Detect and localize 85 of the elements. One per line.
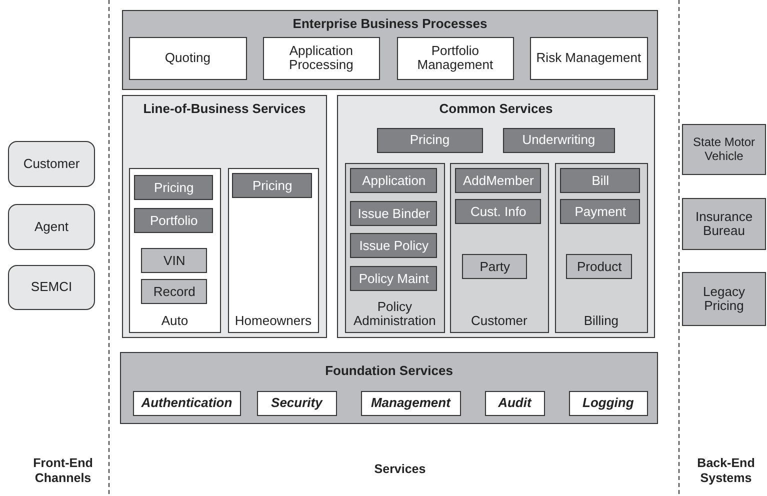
foundation-box [568,390,648,416]
service-box [560,168,640,194]
process-box [396,36,514,80]
box-label: Party [480,260,510,274]
box-label: Insurance Bureau [694,210,754,238]
box-label: Portfolio Management [416,44,494,72]
group-heading: Line-of-Business Services [142,101,307,116]
group-heading: Customer [470,314,528,329]
service-box [376,128,483,153]
foundation-box [360,390,461,416]
box-label: Management [370,396,450,410]
service-box [566,254,632,280]
process-box [530,36,648,80]
process-box [228,168,319,333]
foundation-box [256,390,337,416]
group-heading: Billing [582,314,620,329]
foundation-box [132,390,241,416]
process-box [128,36,247,80]
box-label: Risk Management [536,51,642,66]
box-label: Audit [498,396,532,410]
box-label: Authentication [141,396,232,410]
box-label: Logging [582,396,634,410]
system-box [682,198,766,250]
service-panel [337,95,655,338]
layer-band [122,10,658,90]
box-label: Customer [23,156,80,172]
box-label: Quoting [164,51,210,66]
box-label: VIN [164,254,186,268]
column-heading: Services [373,462,427,477]
box-label: Record [153,284,196,300]
channel-box [8,204,95,250]
system-box [682,272,766,326]
service-box [350,233,438,258]
service-box [455,199,542,224]
process-box [262,36,380,80]
box-label: State Motor Vehicle [692,136,756,163]
service-box [350,201,438,226]
service-panel [122,95,327,338]
box-label: Underwriting [522,133,596,148]
box-label: Security [271,396,322,410]
layer-band [120,352,658,424]
group-heading: Common Services [438,101,554,116]
service-group [450,162,549,333]
service-group [554,162,648,333]
channel-box [8,141,95,187]
box-label: Policy Maint [358,272,429,286]
box-label: Pricing [154,180,194,196]
box-label: Payment [574,204,626,220]
box-label: AddMember [462,174,534,188]
column-heading: Back-End Systems [696,456,756,486]
group-heading: Policy Administration [352,300,437,329]
box-label: Agent [34,220,68,234]
box-label: Portfolio [150,214,198,228]
group-heading: Auto [160,314,190,329]
box-label: Cust. Info [470,204,526,220]
box-label: Pricing [410,133,450,148]
service-box [134,175,214,200]
box-label: Product [576,260,622,274]
group-heading: Homeowners [234,314,312,329]
box-label: Application Processing [288,44,354,72]
service-box [350,168,438,194]
service-box [350,266,438,292]
box-label: Bill [592,174,610,188]
box-label: Issue Binder [358,206,430,222]
service-box [502,128,615,153]
service-box [232,173,312,198]
service-group [344,162,445,333]
box-label: Pricing [252,178,292,194]
box-label: Application [362,174,426,188]
channel-box [8,265,95,310]
service-box [141,248,208,274]
service-box [141,279,208,304]
box-label: Issue Policy [359,238,429,254]
system-box [682,124,766,175]
service-box [134,208,214,234]
foundation-box [484,390,545,416]
process-box [128,168,221,333]
service-box [462,254,528,280]
service-box [455,168,542,194]
group-heading: Foundation Services [324,363,454,378]
group-heading: Enterprise Business Processes [292,16,488,31]
box-label: SEMCI [30,280,72,295]
column-heading: Front-End Channels [32,456,94,486]
service-box [560,199,640,224]
box-label: Legacy Pricing [702,284,746,314]
